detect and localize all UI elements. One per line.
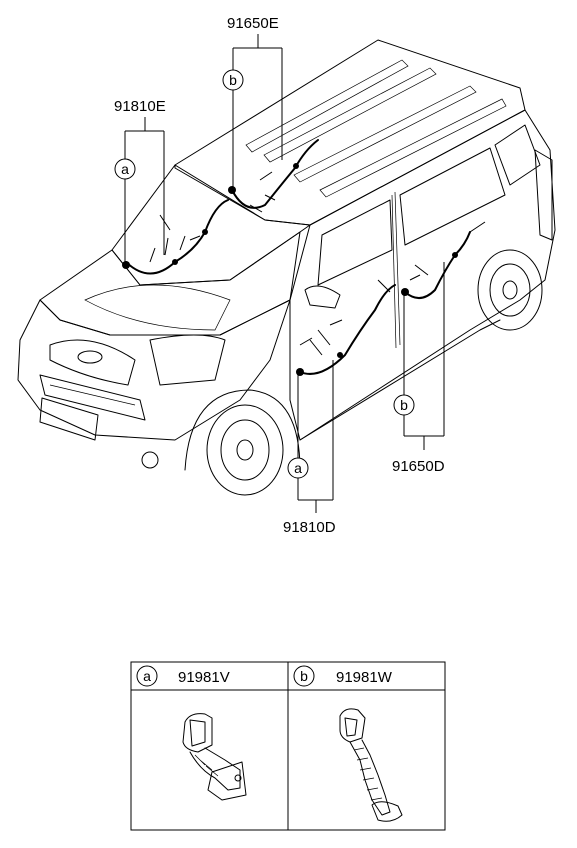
grommet-b-drawing xyxy=(339,708,403,822)
svg-text:b: b xyxy=(400,397,408,413)
svg-text:b: b xyxy=(300,668,308,684)
parts-table-cell-a: a 91981V xyxy=(136,665,230,687)
svg-text:a: a xyxy=(143,668,151,684)
marker-a-front: a xyxy=(114,158,136,180)
callout-91650E: 91650E xyxy=(227,15,279,32)
svg-text:b: b xyxy=(229,72,237,88)
parts-table-cell-b: b 91981W xyxy=(293,665,393,687)
part-number-91981W: 91981W xyxy=(336,669,393,686)
callout-leaders xyxy=(124,34,445,513)
parts-table: a 91981V b 91981W xyxy=(130,661,446,831)
svg-text:a: a xyxy=(121,161,129,177)
rear-door-harness-wire xyxy=(401,221,486,299)
marker-b-roof: b xyxy=(222,69,244,91)
callout-91810E: 91810E xyxy=(114,98,166,115)
callout-91650D: 91650D xyxy=(392,458,445,475)
front-harness-wire xyxy=(122,199,229,275)
car-illustration xyxy=(17,39,556,496)
part-number-91981V: 91981V xyxy=(178,669,230,686)
grommet-a-drawing xyxy=(182,713,247,801)
marker-b-door: b xyxy=(393,394,415,416)
roof-harness-wire xyxy=(228,139,319,213)
front-door-harness-wire xyxy=(296,279,396,376)
marker-a-door: a xyxy=(287,457,309,479)
callout-91810D: 91810D xyxy=(283,519,336,536)
svg-text:a: a xyxy=(294,460,302,476)
